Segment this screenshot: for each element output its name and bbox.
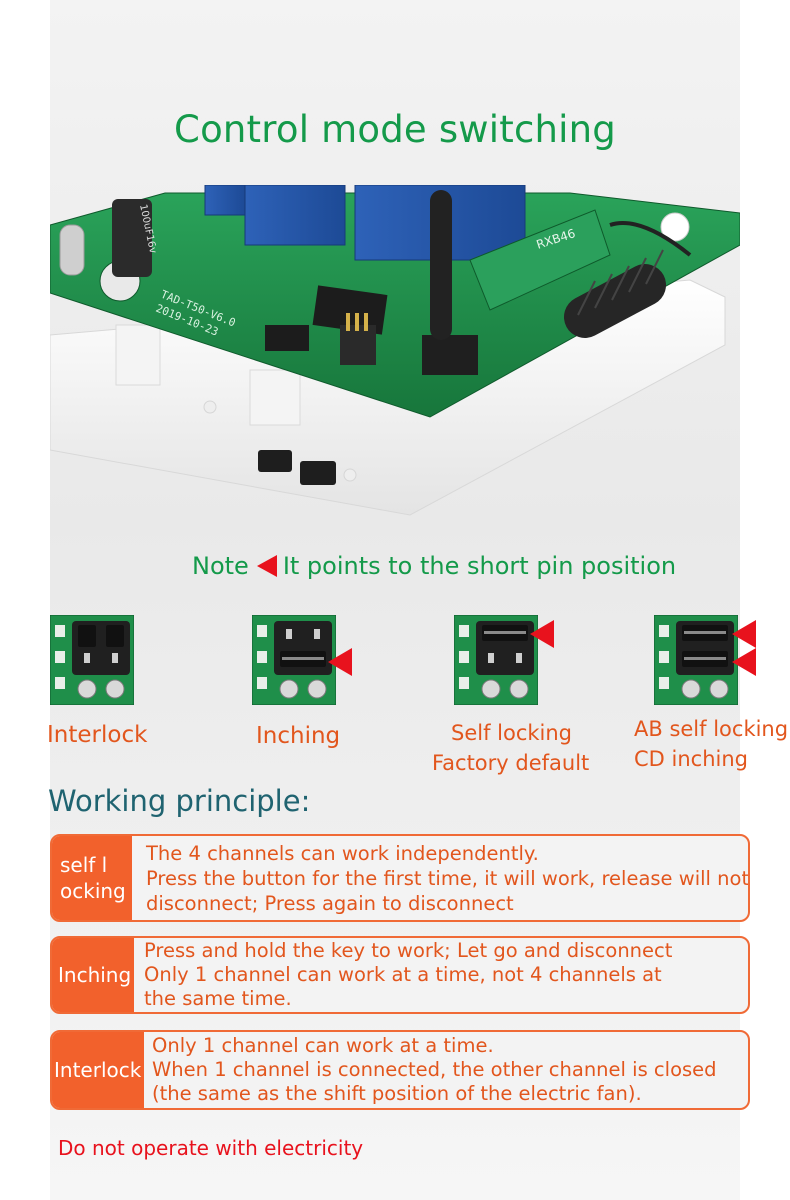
jumper-diagram-inching [252,615,336,705]
principle-tag: self l ocking [52,836,132,920]
mode-label-cd-inching: CD inching [634,747,748,771]
red-arrow-icon [256,555,277,577]
principle-box-self-locking: self l ocking The 4 channels can work in… [50,834,750,922]
mode-label-ab-self-locking: AB self locking [634,717,789,741]
relay-board-illustration: 100uF16v TAD-T50-V6.0 2019-10-23 RXB46 [49,184,741,516]
principle-line: Press the button for the first time, it … [146,867,750,890]
jumper-diagram-self-locking [454,615,538,705]
principle-box-inching: Inching Press and hold the key to work; … [50,936,750,1014]
mode-label-inching: Inching [256,723,341,749]
principle-tag: Interlock [52,1032,144,1108]
principle-line: disconnect; Press again to disconnect [146,892,514,915]
page-title: Control mode switching [174,108,616,151]
principle-line: Only 1 channel can work at a time, not 4… [144,963,662,986]
jumper-diagram-ab-cd [654,615,738,705]
mode-label-interlock: Interlock [47,722,148,748]
red-arrow-icon [732,648,756,676]
red-arrow-icon [328,648,352,676]
principle-box-interlock: Interlock Only 1 channel can work at a t… [50,1030,750,1110]
principle-line: When 1 channel is connected, the other c… [152,1058,717,1081]
mode-label-self-locking: Self locking [451,721,573,745]
product-photo: 100uF16v TAD-T50-V6.0 2019-10-23 RXB46 [49,184,741,530]
content-panel [50,0,740,1200]
note-prefix: Note [192,552,249,580]
mode-label-factory-default: Factory default [432,751,590,775]
note-line: Note It points to the short pin position [192,552,676,580]
principle-line: the same time. [144,987,292,1010]
red-arrow-icon [732,620,756,648]
red-arrow-icon [530,620,554,648]
warning-text: Do not operate with electricity [58,1136,364,1160]
jumper-diagram-interlock [50,615,134,705]
principle-line: Only 1 channel can work at a time. [152,1034,494,1057]
principle-line: Press and hold the key to work; Let go a… [144,939,673,962]
principle-line: The 4 channels can work independently. [146,842,539,865]
principle-line: (the same as the shift position of the e… [152,1082,642,1105]
principle-tag: Inching [52,938,134,1012]
note-text: It points to the short pin position [282,552,677,580]
section-title: Working principle: [48,784,311,818]
